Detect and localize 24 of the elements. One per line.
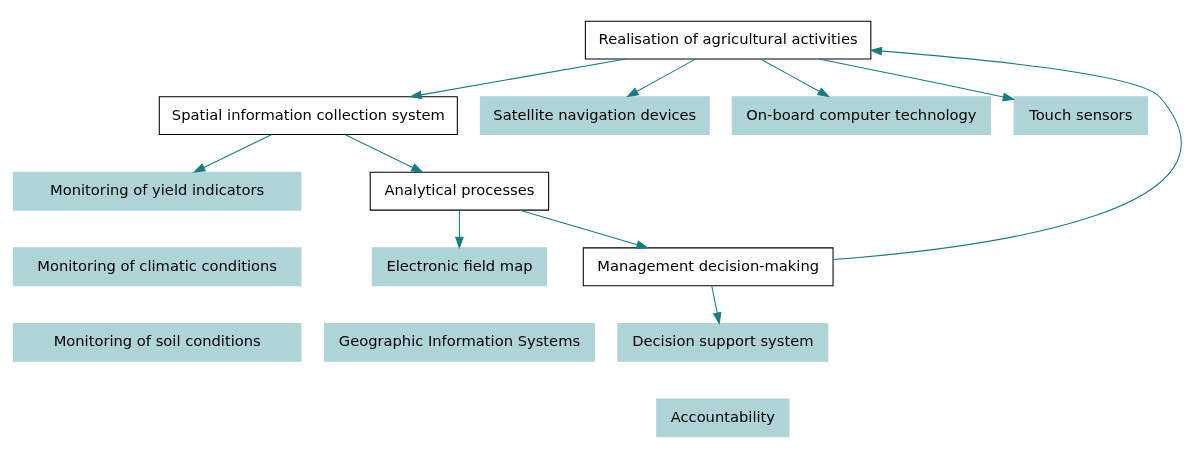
node-box: Decision support system (617, 322, 829, 362)
node-box: Realisation of agricultural activities (584, 20, 872, 60)
node-box: Monitoring of yield indicators (12, 171, 302, 211)
node-box: Monitoring of soil conditions (12, 322, 302, 362)
node-box: Accountability (656, 398, 790, 438)
arrow (832, 46, 1182, 261)
arrow (519, 209, 649, 249)
node-box: On-board computer technology (731, 96, 991, 136)
node-box: Analytical processes (369, 171, 550, 211)
arrow (409, 58, 627, 100)
arrow (760, 58, 831, 98)
node-box: Electronic field map (371, 247, 548, 287)
node-box: Touch sensors (1013, 96, 1148, 136)
node-box: Management decision-making (582, 247, 834, 287)
node-box: Monitoring of climatic conditions (12, 247, 302, 287)
node-box: Geographic Information Systems (324, 322, 595, 362)
node-box: Satellite navigation devices (479, 96, 710, 136)
arrow (192, 134, 272, 173)
arrow (818, 58, 1016, 102)
arrow (711, 285, 722, 325)
arrow (626, 58, 697, 98)
node-box: Spatial information collection system (158, 96, 458, 136)
arrow (344, 134, 424, 173)
arrow (455, 209, 464, 250)
